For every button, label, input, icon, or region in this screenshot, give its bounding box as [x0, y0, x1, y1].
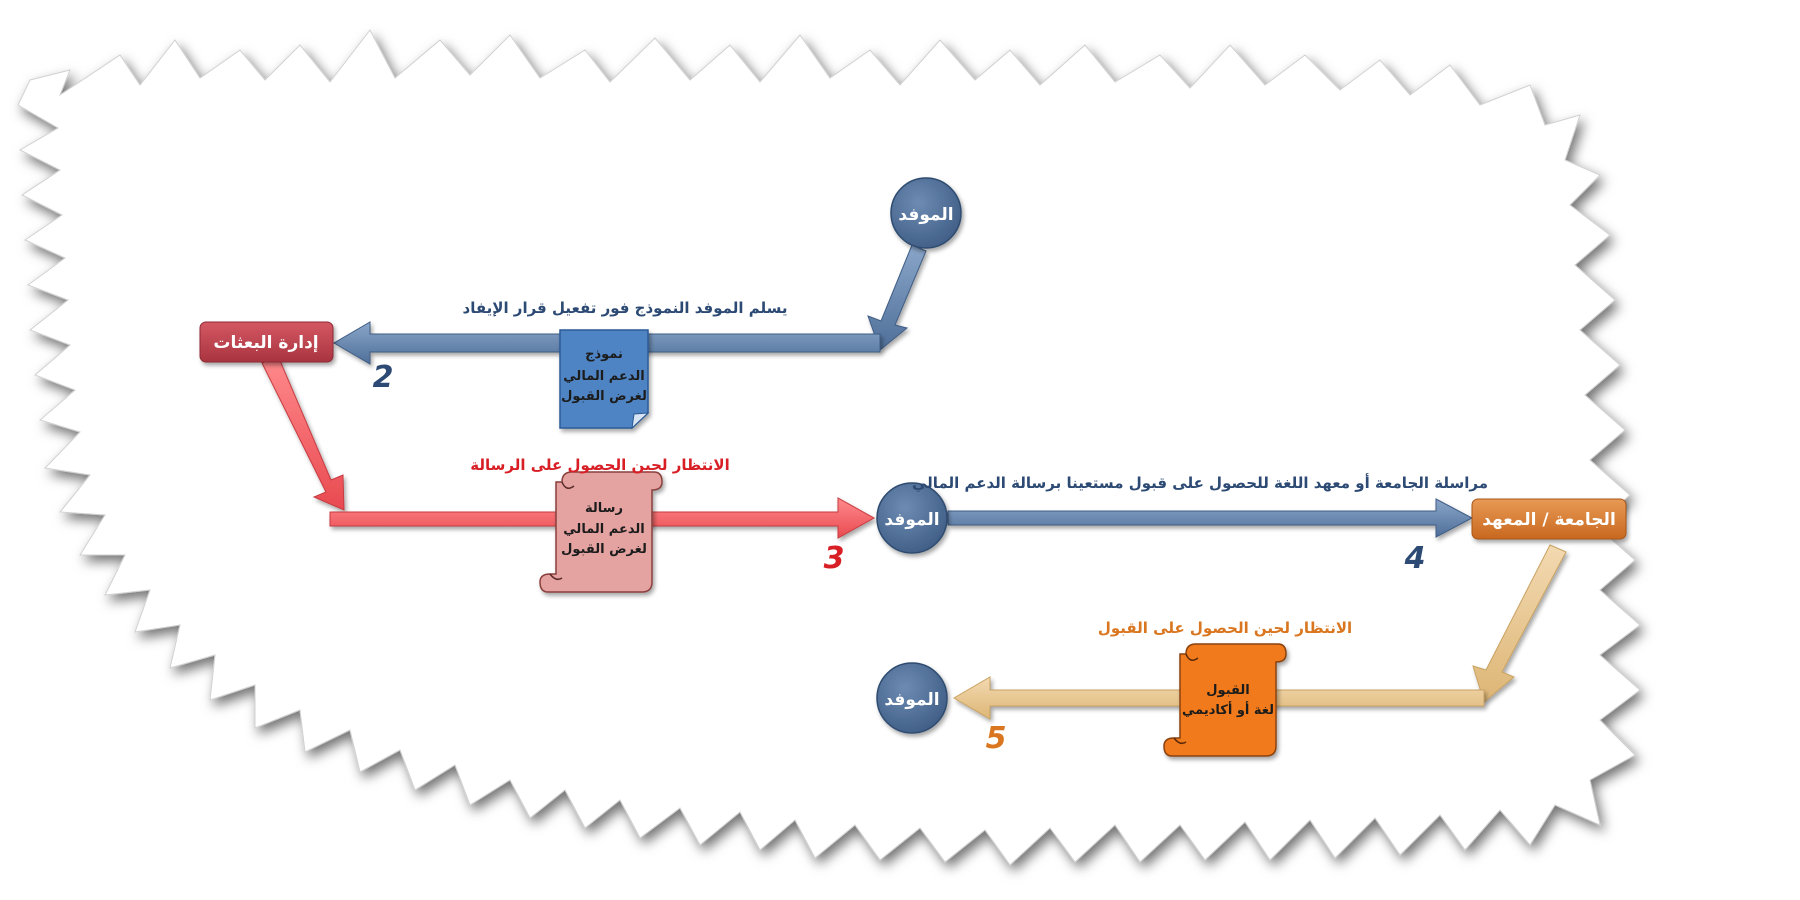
acceptance-scroll: القبول لغة أو أكاديمي — [1163, 643, 1287, 757]
sender-node-bottom: الموفد — [876, 662, 948, 734]
step-number-2: 2 — [373, 360, 394, 395]
step-number-3: 3 — [824, 541, 845, 576]
caption-step5: الانتظار لحين الحصول على القبول — [1098, 619, 1352, 637]
caption-step4: مراسلة الجامعة أو معهد اللغة للحصول على … — [912, 473, 1488, 492]
sender-node-top-label: الموفد — [898, 205, 953, 225]
torn-paper-background — [17, 29, 1641, 866]
university-label: الجامعة / المعهد — [1482, 510, 1616, 530]
arrow-admin-down — [261, 355, 345, 511]
sender-node-middle-label: الموفد — [884, 510, 939, 530]
missions-admin-node: إدارة البعثات — [199, 321, 334, 363]
caption-step2: يسلم الموفد النموذج فور تفعيل قرار الإيف… — [463, 299, 788, 317]
step-number-5: 5 — [986, 721, 1007, 756]
sender-node-bottom-label: الموفد — [884, 690, 939, 710]
university-node: الجامعة / المعهد — [1471, 498, 1627, 540]
letter-scroll: رسالة الدعم المالي لغرض القبول — [539, 471, 663, 593]
form-doc-line-2: الدعم المالي — [563, 369, 644, 384]
form-document: نموذج الدعم المالي لغرض القبول — [559, 329, 650, 430]
acceptance-line-1: القبول — [1206, 683, 1249, 698]
form-doc-line-3: لغرض القبول — [561, 389, 647, 404]
sender-node-middle: الموفد — [876, 482, 948, 554]
letter-line-2: الدعم المالي — [563, 522, 644, 537]
caption-step3: الانتظار لحين الحصول على الرسالة — [470, 456, 729, 474]
letter-line-3: لغرض القبول — [561, 542, 647, 557]
arrow-sender-to-step2 — [867, 244, 927, 351]
arrow-step4 — [947, 498, 1474, 538]
acceptance-line-2: لغة أو أكاديمي — [1182, 701, 1274, 718]
arrow-university-down — [1472, 544, 1567, 703]
step-number-4: 4 — [1404, 541, 1426, 576]
form-doc-line-1: نموذج — [585, 347, 623, 362]
letter-line-1: رسالة — [585, 501, 623, 516]
sender-node-top: الموفد — [890, 177, 962, 249]
missions-admin-label: إدارة البعثات — [213, 333, 318, 353]
